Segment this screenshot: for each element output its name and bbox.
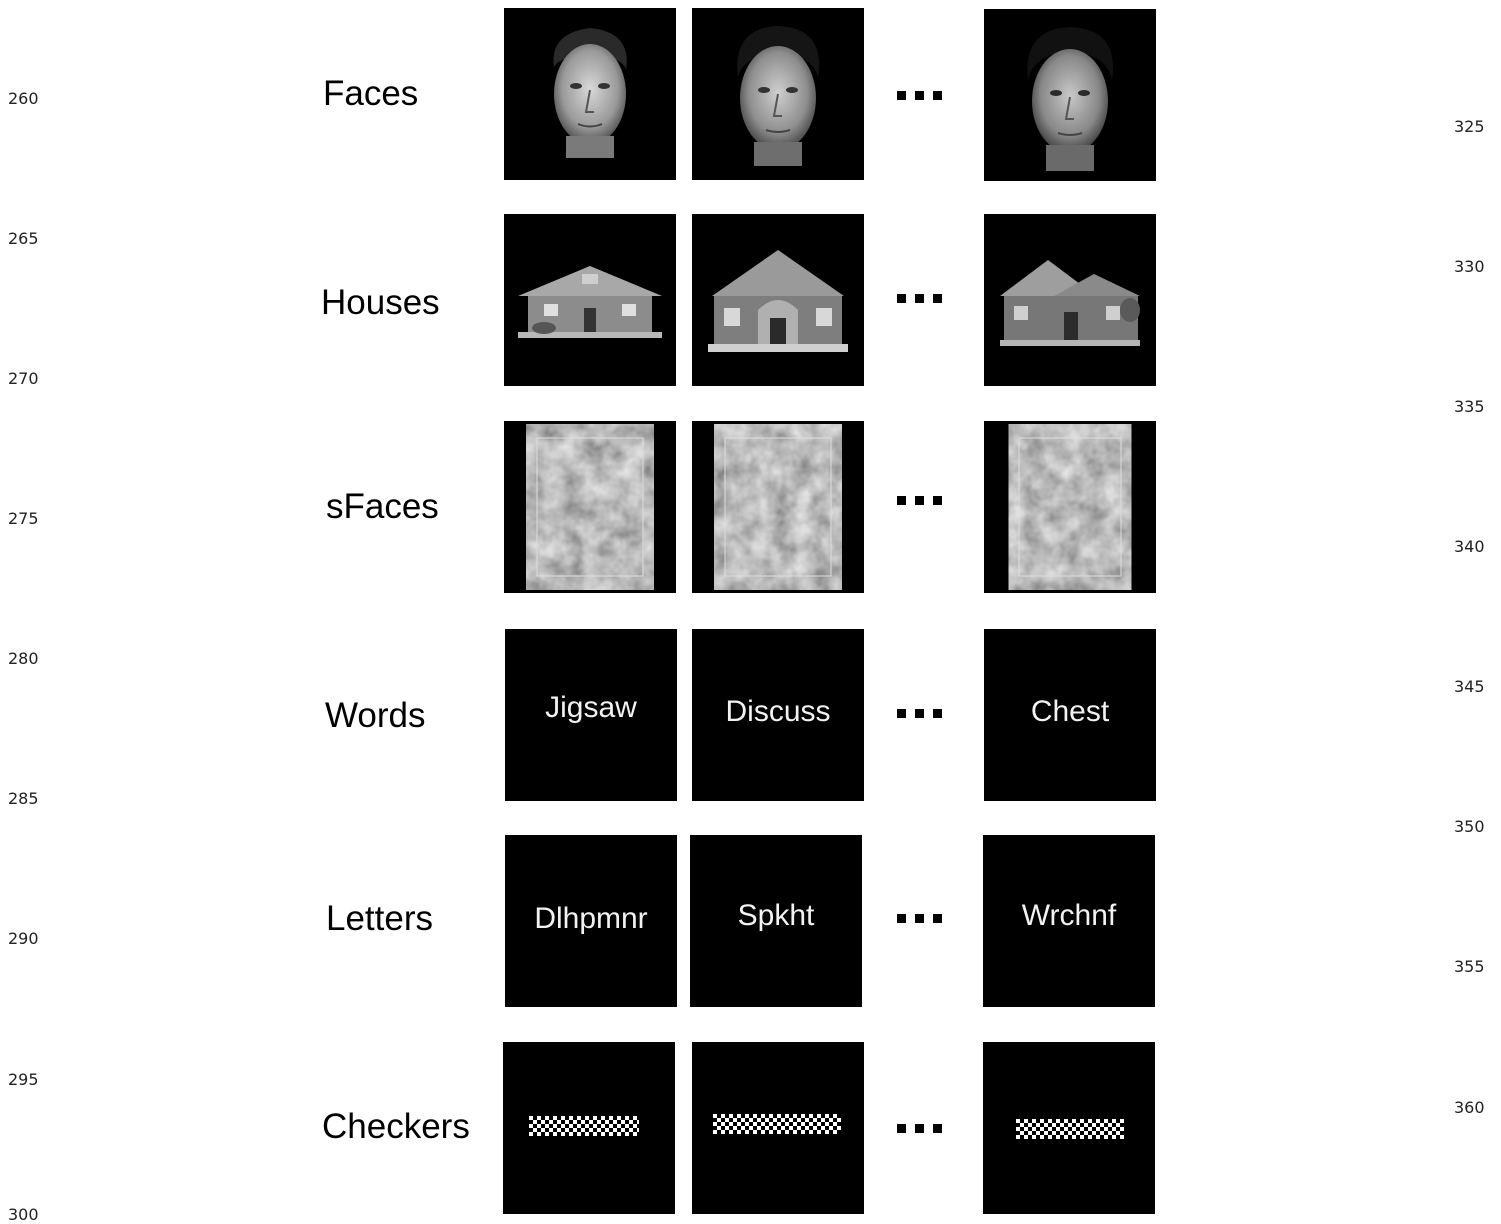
line-number: 300 <box>8 1205 39 1224</box>
line-number: 355 <box>1454 957 1485 976</box>
face-image <box>504 8 676 180</box>
line-number: 345 <box>1454 677 1485 696</box>
letter-string-text: Spkht <box>737 899 815 932</box>
row-label-houses: Houses <box>321 283 440 322</box>
letter-string-text: Wrchnf <box>1021 899 1117 932</box>
line-number: 360 <box>1454 1098 1485 1117</box>
line-number: 265 <box>8 229 39 248</box>
line-number: 325 <box>1454 117 1485 136</box>
ellipsis-icon <box>897 914 942 923</box>
scrambled-face-image <box>692 421 864 593</box>
line-number: 330 <box>1454 257 1485 276</box>
line-number: 290 <box>8 929 39 948</box>
word-stimulus: Jigsaw <box>505 629 677 801</box>
line-number: 260 <box>8 89 39 108</box>
checkerboard-pattern <box>713 1114 841 1134</box>
line-number: 335 <box>1454 397 1485 416</box>
letter-string-stimulus: Spkht <box>690 835 862 1007</box>
row-label-letters: Letters <box>326 899 433 938</box>
row-label-faces: Faces <box>323 74 419 113</box>
letter-string-stimulus: Wrchnf <box>983 835 1155 1007</box>
line-number: 275 <box>8 509 39 528</box>
word-text: Discuss <box>725 695 831 728</box>
row-label-sfaces: sFaces <box>326 487 439 526</box>
house-image <box>984 214 1156 386</box>
row-label-checkers: Checkers <box>322 1107 470 1146</box>
word-text: Chest <box>1030 695 1110 728</box>
ellipsis-icon <box>897 709 942 718</box>
checkerboard-pattern <box>1016 1119 1124 1139</box>
line-number: 280 <box>8 649 39 668</box>
line-number: 285 <box>8 789 39 808</box>
row-label-words: Words <box>325 696 426 735</box>
checkerboard-pattern <box>529 1116 639 1136</box>
checkerboard-stimulus <box>692 1042 864 1214</box>
ellipsis-icon <box>897 294 942 303</box>
scrambled-face-image <box>504 421 676 593</box>
house-image <box>504 214 676 386</box>
face-image <box>692 8 864 180</box>
word-stimulus: Chest <box>984 629 1156 801</box>
line-number: 295 <box>8 1070 39 1089</box>
word-stimulus: Discuss <box>692 629 864 801</box>
letter-string-stimulus: Dlhpmnr <box>505 835 677 1007</box>
ellipsis-icon <box>897 91 942 100</box>
face-image <box>984 9 1156 181</box>
word-text: Jigsaw <box>545 691 637 724</box>
scrambled-face-image <box>984 421 1156 593</box>
checkerboard-stimulus <box>503 1042 675 1214</box>
house-image <box>692 214 864 386</box>
ellipsis-icon <box>897 1124 942 1133</box>
ellipsis-icon <box>897 496 942 505</box>
letter-string-text: Dlhpmnr <box>534 902 648 935</box>
line-number: 350 <box>1454 817 1485 836</box>
line-number: 270 <box>8 369 39 388</box>
checkerboard-stimulus <box>983 1042 1155 1214</box>
line-number: 340 <box>1454 537 1485 556</box>
